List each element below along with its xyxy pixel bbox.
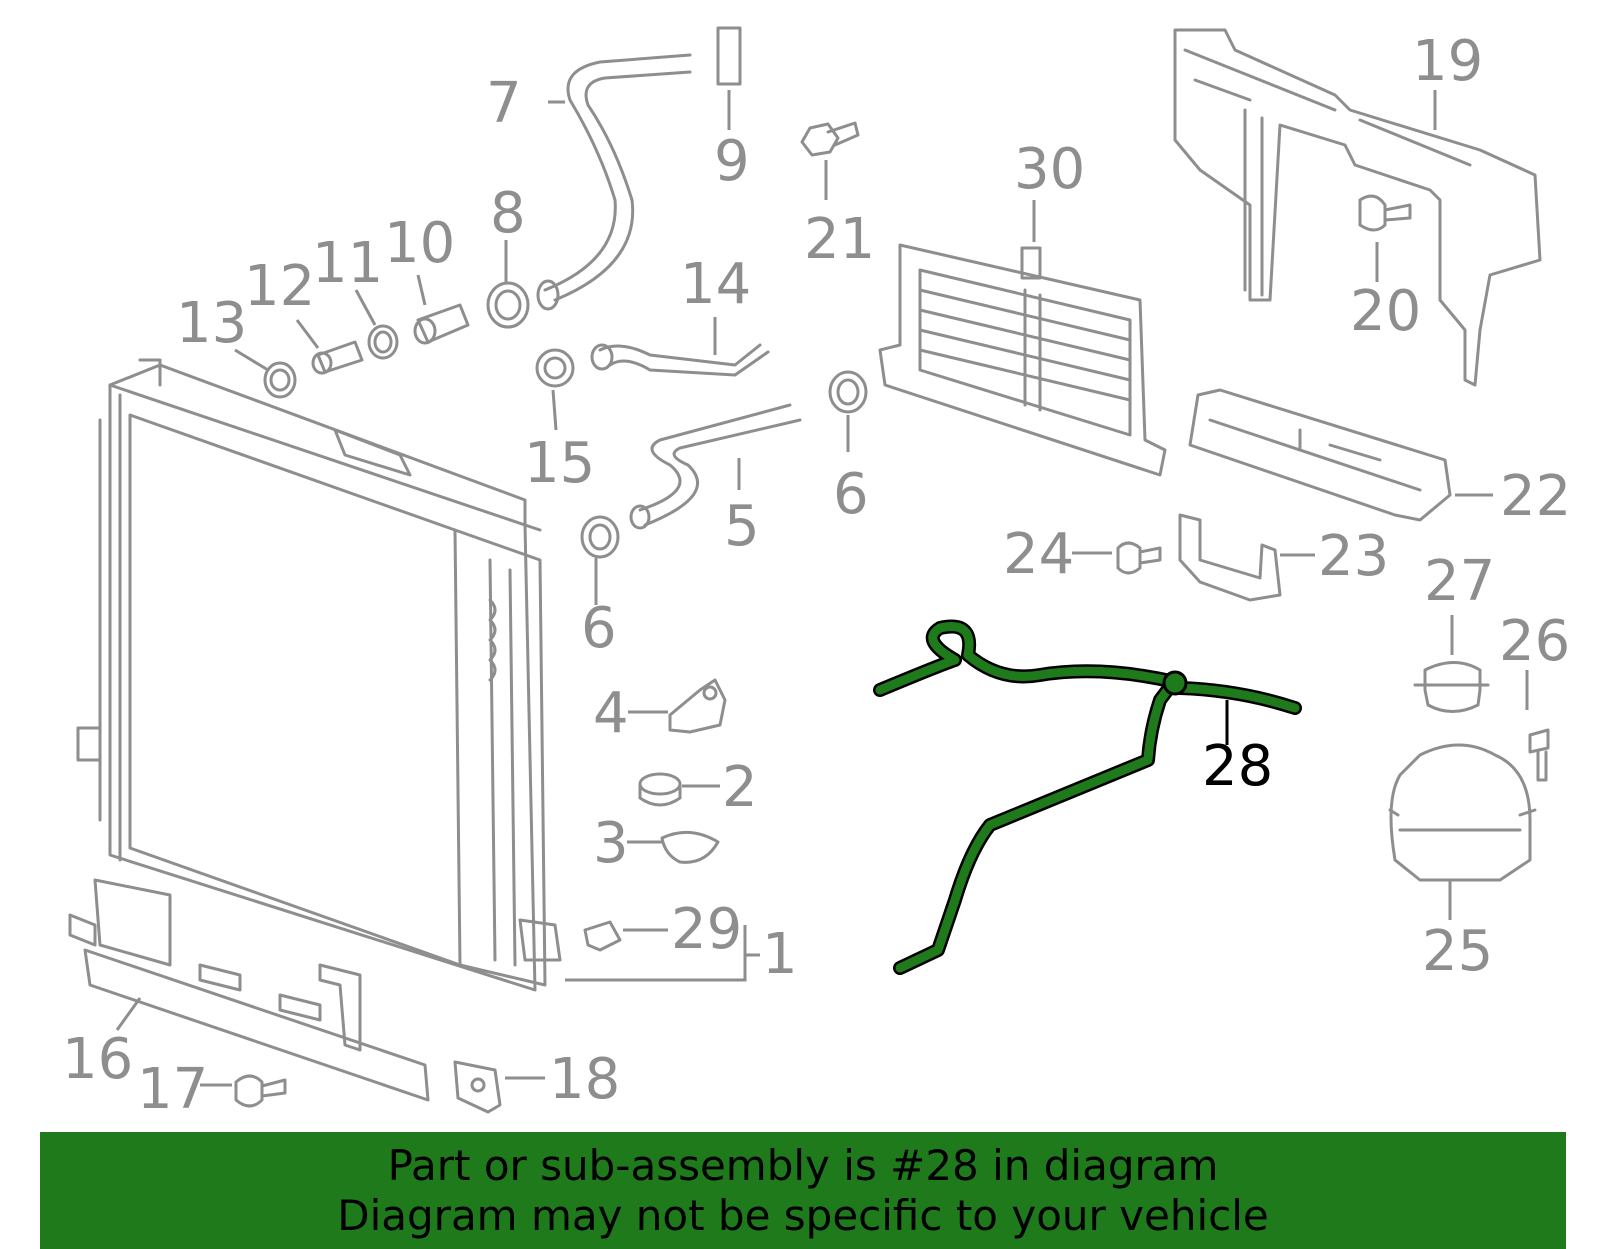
- air-deflector: [1188, 388, 1452, 522]
- callout-2: 2: [722, 755, 758, 820]
- callout-16: 16: [62, 1027, 133, 1092]
- shutter-assembly: [878, 243, 1167, 477]
- callout-30: 30: [1014, 137, 1085, 202]
- callout-27: 27: [1424, 549, 1495, 614]
- callout-28: 28: [1202, 734, 1273, 799]
- callout-22: 22: [1500, 464, 1571, 529]
- bolt-21: [800, 121, 860, 157]
- callout-29: 29: [671, 897, 742, 962]
- callout-12: 12: [244, 254, 315, 319]
- callout-6b: 6: [581, 596, 617, 661]
- callout-1: 1: [762, 922, 798, 987]
- callout-25: 25: [1422, 919, 1493, 984]
- parts-diagram: 1 2 3 4 5 6 6 7 8 9 10 11 12 13 14 15 16…: [62, 26, 1571, 1122]
- callout-9: 9: [714, 129, 750, 194]
- callout-19: 19: [1412, 29, 1483, 94]
- leader-lines: [115, 90, 1529, 1087]
- misc-brackets: [453, 678, 727, 1114]
- lower-baffle: [68, 878, 430, 1102]
- callout-13: 13: [176, 291, 247, 356]
- banner-line-1: Part or sub-assembly is #28 in diagram: [387, 1140, 1219, 1190]
- callout-7: 7: [486, 71, 522, 136]
- callout-21: 21: [804, 207, 875, 272]
- banner-line-2: Diagram may not be specific to your vehi…: [337, 1190, 1269, 1240]
- callout-14: 14: [680, 252, 751, 317]
- callout-15: 15: [524, 431, 595, 496]
- coolant-reservoir: [1388, 661, 1550, 882]
- push-pins: [234, 194, 1412, 1108]
- callout-3: 3: [593, 811, 629, 876]
- upper-support: [1173, 28, 1542, 387]
- coolant-hose-28: [873, 619, 1302, 975]
- callout-23: 23: [1318, 524, 1389, 589]
- callout-18: 18: [549, 1047, 620, 1112]
- callout-26: 26: [1499, 609, 1570, 674]
- info-banner: Part or sub-assembly is #28 in diagram D…: [40, 1132, 1566, 1249]
- callout-24: 24: [1003, 522, 1074, 587]
- callout-17: 17: [137, 1057, 208, 1122]
- callout-20: 20: [1350, 279, 1421, 344]
- callout-4: 4: [593, 681, 629, 746]
- callout-11: 11: [312, 231, 383, 296]
- callout-8: 8: [490, 181, 526, 246]
- upper-hose: [536, 26, 742, 311]
- callout-10: 10: [384, 211, 455, 276]
- callout-6a: 6: [833, 462, 869, 527]
- callout-5: 5: [724, 494, 760, 559]
- small-fittings: [263, 281, 868, 559]
- callouts: 1 2 3 4 5 6 6 7 8 9 10 11 12 13 14 15 16…: [62, 29, 1571, 1122]
- radiator: [76, 358, 562, 992]
- bracket-23: [1178, 513, 1282, 602]
